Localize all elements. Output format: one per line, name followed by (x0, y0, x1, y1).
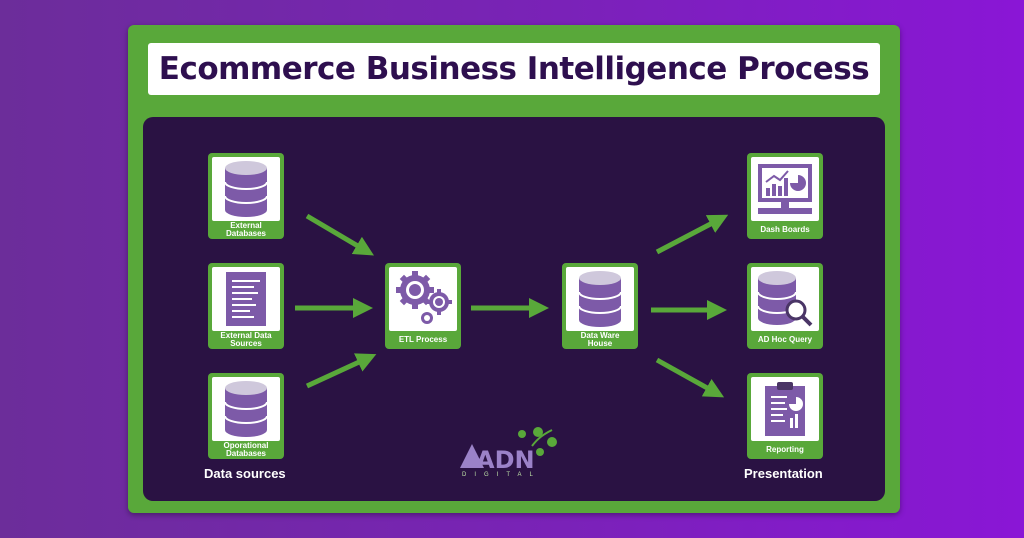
node-label: Data Ware House (580, 330, 620, 348)
logo-subtext: DIGITAL (462, 472, 541, 478)
node-external-databases: External Databases (208, 153, 284, 239)
node-dash-boards: Dash Boards (747, 153, 823, 239)
database-search-icon (757, 271, 813, 327)
node-reporting: Reporting (747, 373, 823, 459)
node-label: External Databases (225, 220, 267, 238)
node-data-warehouse: Data Ware House (562, 263, 638, 349)
title-bar: Ecommerce Business Intelligence Process (148, 43, 880, 95)
section-label-presentation: Presentation (744, 466, 823, 481)
page-title: Ecommerce Business Intelligence Process (158, 51, 870, 87)
node-label: Oporational Databases (223, 440, 269, 458)
node-ad-hoc-query: AD Hoc Query (747, 263, 823, 349)
dashboard-monitor-icon (758, 164, 812, 214)
gears-icon (396, 271, 452, 324)
logo-text: ADN (476, 446, 535, 474)
arrow-opdb-to-etl (305, 353, 377, 389)
node-label: AD Hoc Query (757, 334, 813, 344)
section-label-data-sources: Data sources (204, 466, 286, 481)
node-label: ETL Process (398, 334, 448, 344)
node-etl-process: ETL Process (385, 263, 461, 349)
arrow-extdb-to-etl (305, 213, 375, 256)
arrow-dwh-to-dashboards (655, 214, 729, 255)
node-operational-databases: Oporational Databases (208, 373, 284, 459)
clipboard-report-icon (765, 382, 805, 436)
database-icon (224, 381, 268, 437)
node-label: Dash Boards (760, 224, 810, 234)
adn-logo: ADN (460, 427, 557, 474)
node-external-data-sources: External Data Sources (208, 263, 284, 349)
database-icon (224, 161, 268, 217)
node-label: Reporting (766, 444, 804, 454)
arrow-dwh-to-reporting (655, 357, 725, 398)
document-icon (226, 272, 266, 326)
node-label: External Data Sources (220, 330, 272, 348)
database-icon (578, 271, 622, 327)
